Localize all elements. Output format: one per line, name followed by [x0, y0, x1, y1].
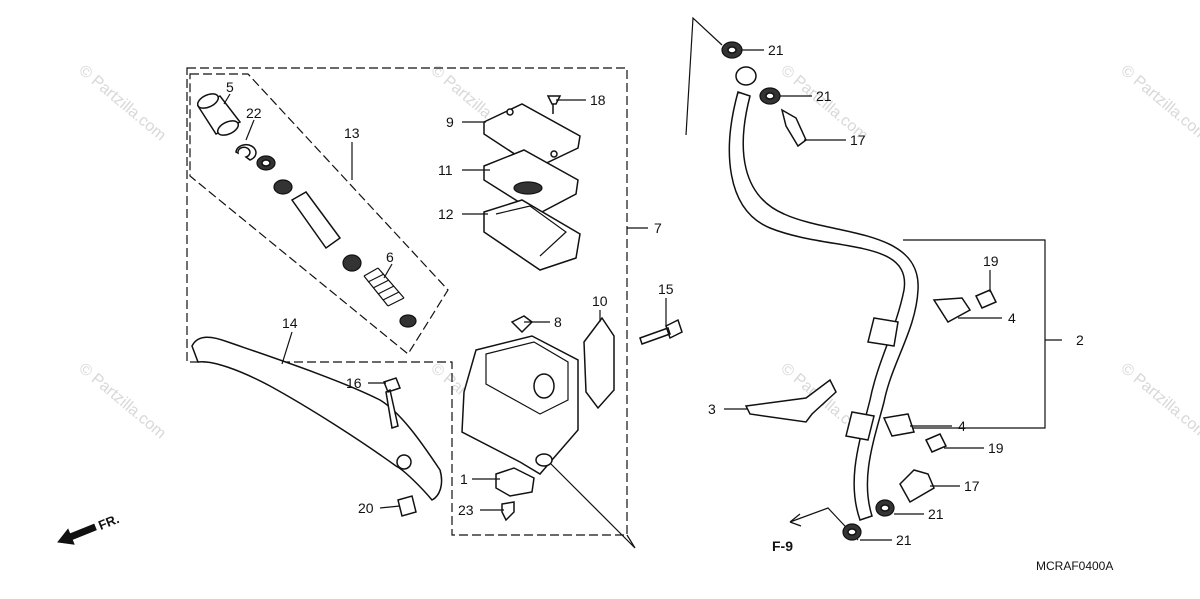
cap-hole [506, 108, 514, 116]
part-8-clip [510, 315, 534, 334]
washer-hole [847, 528, 857, 536]
watermarks: © Partzilla.com © Partzilla.com © Partzi… [75, 62, 1200, 442]
part-13-piston [290, 191, 342, 250]
callout-20: 20 [358, 500, 374, 516]
callout-2: 2 [1076, 332, 1084, 348]
part-16-pivot-bolt [383, 377, 401, 429]
part-19-bolt [974, 289, 998, 309]
diagram-code: MCRAF0400A [1036, 559, 1113, 573]
callout-4-a: 4 [1008, 310, 1016, 326]
callout-21-b: 21 [816, 88, 832, 104]
watermark: © Partzilla.com [75, 360, 169, 442]
direction-label: FR. [96, 511, 121, 533]
diaphragm-detail [495, 205, 567, 257]
watermark: © Partzilla.com [1117, 360, 1200, 442]
watermark: © Partzilla.com [75, 62, 169, 144]
part-18-screw [546, 95, 562, 114]
callout-18: 18 [590, 92, 606, 108]
part-3-bracket [744, 378, 837, 423]
part-17-banjo-bolt [899, 469, 935, 504]
washer-hole [880, 504, 890, 512]
part-22-circlip [235, 143, 257, 161]
part-5-boot [196, 93, 242, 136]
part-12-diaphragm [483, 199, 581, 271]
part-23-screw [501, 501, 515, 522]
washer-hole [727, 46, 737, 54]
callout-23: 23 [458, 502, 474, 518]
part-15-bolt [639, 318, 683, 345]
callout-5: 5 [226, 79, 234, 95]
part-13-seal [273, 179, 293, 195]
hose-fitting [867, 317, 899, 347]
body-ref-line [544, 457, 636, 549]
front-direction-arrow: FR. [57, 511, 121, 545]
callout-8: 8 [554, 314, 562, 330]
callouts: 5 22 13 6 9 11 12 18 7 10 8 15 14 16 20 … [226, 42, 1084, 548]
callout-14: 14 [282, 315, 298, 331]
watermark: © Partzilla.com [1117, 62, 1200, 144]
cap-hole [550, 150, 558, 158]
part-4-clamp [882, 413, 915, 437]
piston-kit-frame [189, 73, 449, 355]
part-13-cup [342, 254, 362, 272]
lever-pivot [396, 454, 412, 470]
part-10-holder [583, 316, 615, 410]
arrow-icon [57, 523, 97, 545]
hose-fitting [845, 411, 875, 441]
part-14-lever [191, 336, 443, 501]
part-13-washer-hole [261, 159, 271, 167]
plate-boss [513, 181, 543, 195]
callout-21-d: 21 [896, 532, 912, 548]
brake-hose [728, 91, 919, 521]
part-4-clamp [932, 297, 972, 323]
body-port [533, 373, 555, 399]
body-pivot [535, 453, 553, 467]
part-6-spring [363, 267, 405, 307]
callout-19-a: 19 [983, 253, 999, 269]
reference-label: F-9 [772, 538, 793, 554]
part-20-nut [397, 495, 417, 517]
hose-banjo [735, 66, 757, 86]
callout-4-b: 4 [958, 418, 966, 434]
callout-11: 11 [438, 162, 453, 178]
callout-10: 10 [592, 293, 608, 309]
part-19-bolt [924, 433, 948, 453]
callout-17-a: 17 [850, 132, 866, 148]
callout-17-b: 17 [964, 478, 980, 494]
callout-22: 22 [246, 105, 262, 121]
callout-21-c: 21 [928, 506, 944, 522]
callout-19-b: 19 [988, 440, 1004, 456]
callout-6: 6 [386, 249, 394, 265]
callout-21-a: 21 [768, 42, 784, 58]
callout-16: 16 [346, 375, 362, 391]
part-17-banjo-bolt [780, 108, 807, 148]
callout-2-bracket [893, 239, 1062, 429]
body-reservoir-detail [485, 341, 569, 415]
callout-3: 3 [708, 401, 716, 417]
part-13-end-seal [399, 314, 417, 328]
callout-15: 15 [658, 281, 674, 297]
callout-12: 12 [438, 206, 454, 222]
hose-ref-line [685, 16, 723, 136]
callout-7: 7 [654, 220, 662, 236]
master-cylinder-body [461, 335, 579, 475]
callout-9: 9 [446, 114, 454, 130]
washer-hole [765, 92, 775, 100]
callout-1: 1 [460, 471, 468, 487]
callout-13: 13 [344, 125, 360, 141]
part-1-switch [495, 467, 535, 497]
leader-lines [223, 49, 1002, 541]
